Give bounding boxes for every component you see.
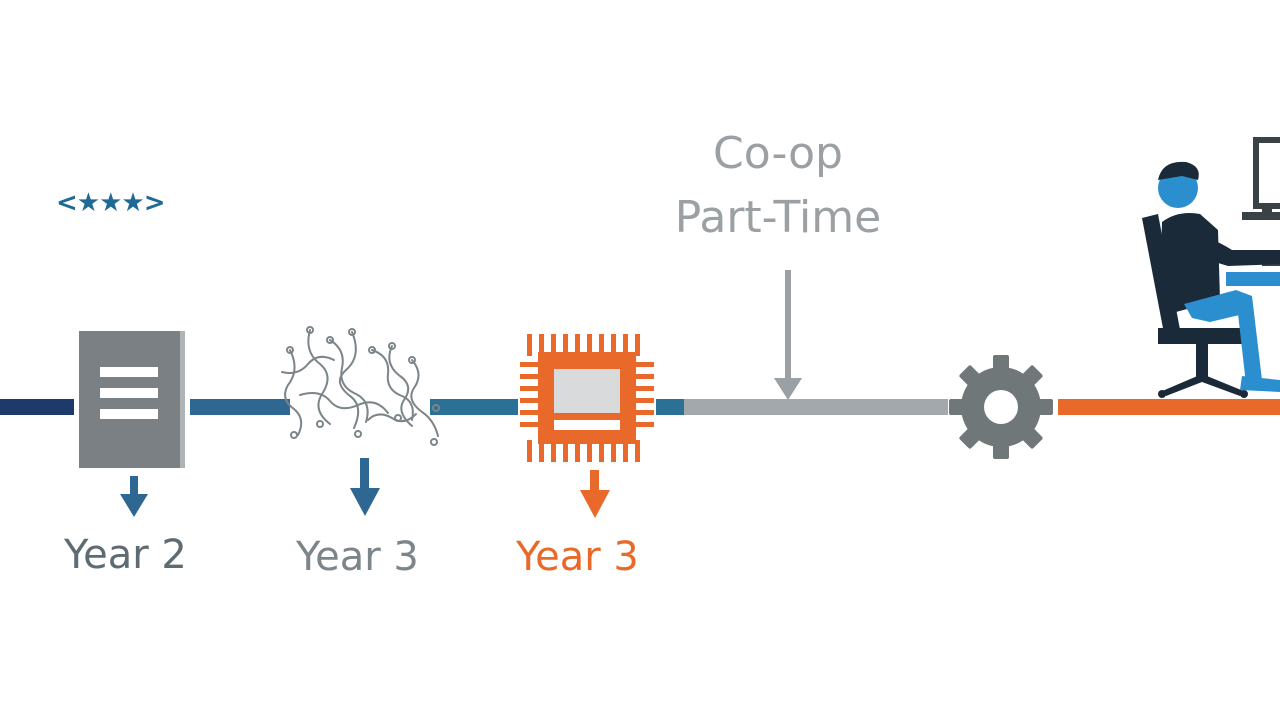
timeline-segment-navy — [0, 399, 74, 415]
document-icon — [79, 331, 185, 468]
timeline-segment-teal — [430, 399, 518, 415]
coop-label: Co-op Part-Time — [668, 122, 888, 250]
coop-label-line2: Part-Time — [674, 192, 882, 243]
timeline-segment-teal-short — [656, 399, 684, 415]
stage-label-year-3-chip: Year 3 — [516, 534, 639, 580]
down-arrow-icon — [120, 476, 148, 517]
down-arrow-icon — [350, 458, 380, 516]
microchip-icon — [520, 334, 654, 462]
timeline-segment-orange — [1058, 399, 1280, 415]
coop-arrow-icon — [774, 270, 802, 400]
rating-stars-label: <★★★> — [56, 188, 165, 218]
stage-label-year-2: Year 2 — [64, 532, 187, 578]
stage-label-year-3-circuit: Year 3 — [296, 534, 419, 580]
timeline-segment-blue — [190, 399, 290, 415]
timeline-segment-gray — [684, 399, 948, 415]
coop-label-line1: Co-op — [712, 128, 843, 179]
person-at-computer-icon — [1142, 137, 1280, 398]
down-arrow-icon — [580, 470, 610, 518]
timeline-line — [0, 399, 1280, 415]
gear-icon — [949, 355, 1053, 459]
circuit-scribble-icon — [281, 326, 440, 446]
